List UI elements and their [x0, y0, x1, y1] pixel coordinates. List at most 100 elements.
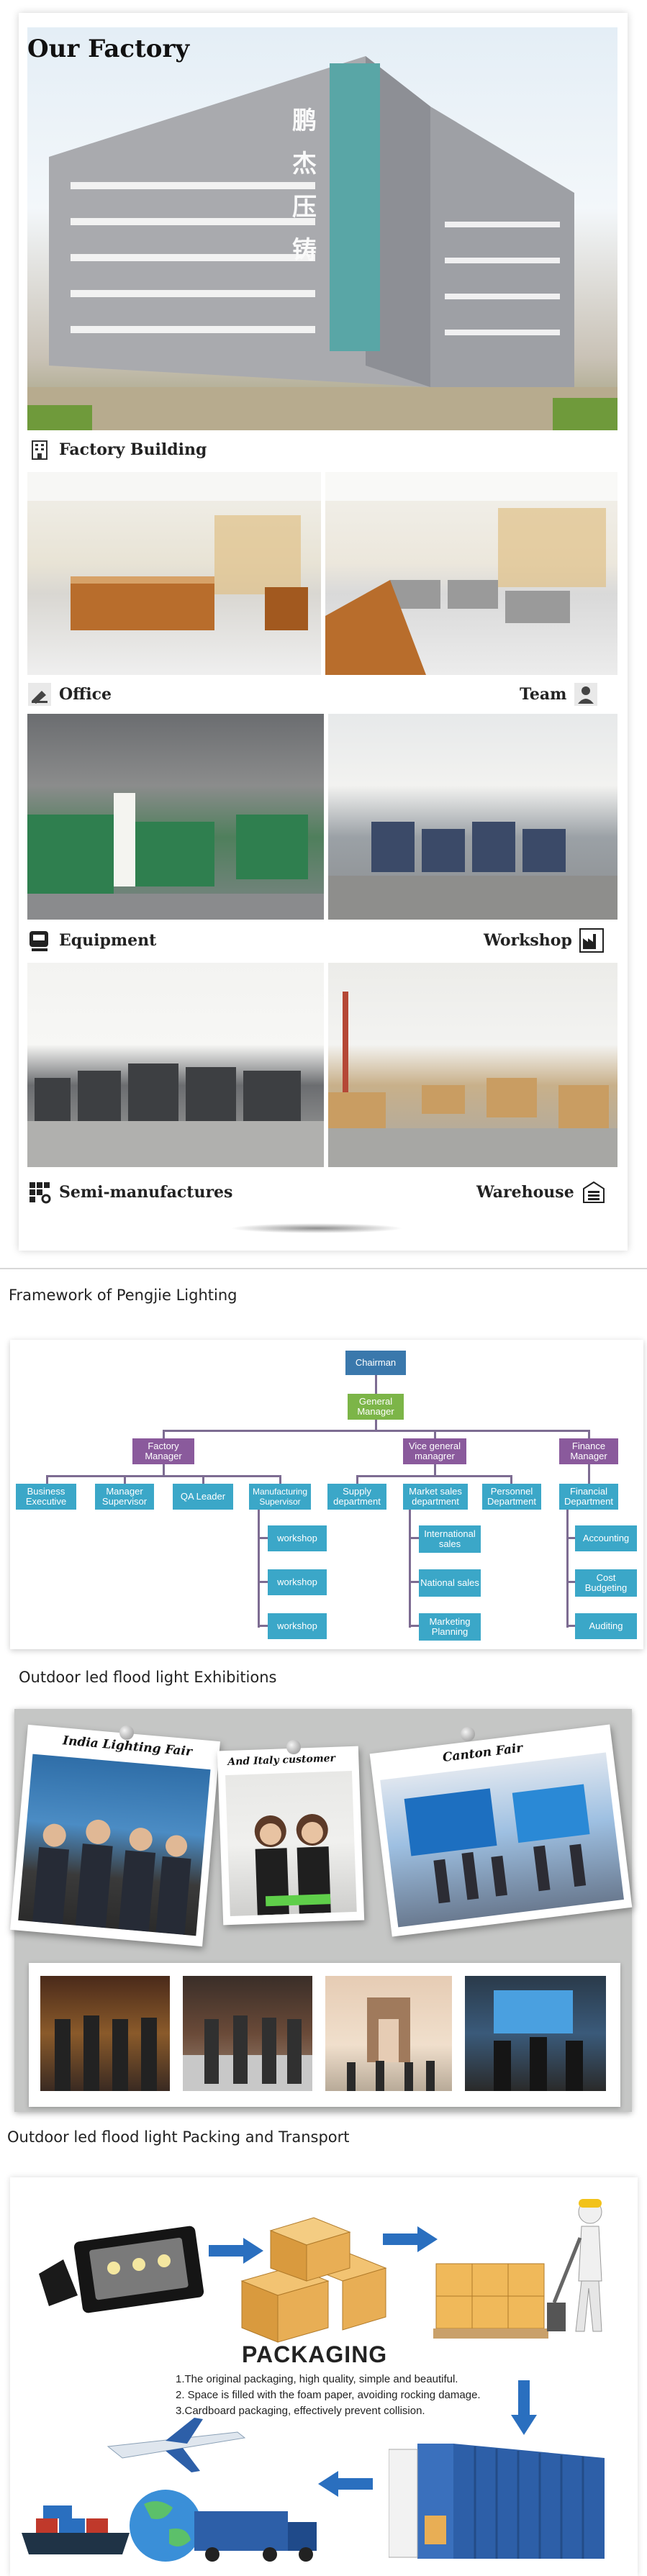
org-line	[566, 1625, 575, 1627]
pin-icon	[461, 1727, 475, 1741]
caption-text: Warehouse	[476, 1183, 574, 1202]
india-fair-photo	[18, 1754, 211, 1936]
semi-manufactures-photo	[27, 963, 324, 1167]
italy-customer-frame: And Italy customer	[217, 1746, 365, 1926]
org-line	[258, 1537, 268, 1539]
org-line	[124, 1475, 126, 1484]
exhibition-stamp-photo-1	[40, 1976, 170, 2091]
org-vice-general-manager: Vice general managrer	[403, 1438, 466, 1464]
org-manufacturing-supervisor: Manufacturing Supervisor	[249, 1484, 311, 1510]
workshop-factory-icon	[579, 928, 604, 953]
canton-fair-photo	[380, 1752, 624, 1928]
palletized-boxes	[430, 2249, 553, 2343]
shipping-container	[388, 2436, 612, 2566]
org-manager-supervisor: Manager Supervisor	[95, 1484, 154, 1510]
exhibition-stamp-photo-3	[325, 1976, 452, 2091]
caption-text: Office	[59, 685, 112, 704]
exhibition-stamp-photo-2	[183, 1976, 312, 2091]
org-line	[434, 1464, 436, 1476]
org-line	[46, 1475, 48, 1484]
caption-text: Factory Building	[59, 440, 207, 459]
org-workshop: workshop	[268, 1613, 327, 1639]
org-workshop: workshop	[268, 1569, 327, 1595]
exhibition-stamp-photo-4	[465, 1976, 606, 2091]
org-qa-leader: QA Leader	[173, 1484, 233, 1510]
org-market-sales-department: Market sales department	[403, 1484, 468, 1510]
arrow-right-icon	[381, 2225, 439, 2254]
pallet-jack-worker	[547, 2195, 619, 2346]
building-icon	[27, 437, 52, 462]
caption-office: Office	[27, 682, 112, 707]
org-supply-department: Supply department	[327, 1484, 386, 1510]
office-desk-icon	[27, 682, 52, 707]
org-line	[588, 1464, 590, 1484]
arrow-left-icon	[317, 2470, 374, 2498]
org-line	[163, 1464, 165, 1476]
org-line	[356, 1475, 512, 1477]
caption-text: Equipment	[59, 931, 157, 950]
factory-building-illustration	[27, 56, 617, 430]
caption-semi-manufactures: Semi-manufactures	[27, 1180, 232, 1205]
org-factory-manager: Factory Manager	[132, 1438, 194, 1464]
org-line	[163, 1430, 590, 1432]
packaging-line-2: 2. Space is filled with the foam paper, …	[176, 2389, 481, 2401]
caption-equipment: Equipment	[27, 928, 156, 953]
exhibitions-title: Outdoor led flood light Exhibitions	[19, 1669, 277, 1686]
arrow-down-icon	[510, 2379, 538, 2436]
flood-light-product	[35, 2223, 207, 2317]
caption-team: Team	[520, 682, 598, 707]
org-finance-manager: Finance Manager	[559, 1438, 618, 1464]
org-cost-budgeting: Cost Budgeting	[575, 1569, 637, 1597]
org-line	[258, 1509, 260, 1628]
org-international-sales: International sales	[419, 1525, 481, 1553]
org-line	[375, 1375, 377, 1394]
factory-title: Our Factory	[27, 35, 190, 63]
org-business-executive: Business Executive	[16, 1484, 76, 1510]
building-chinese-sign: 鹏杰压铸	[292, 106, 317, 265]
caption-text: Team	[520, 685, 567, 704]
office-photo	[27, 472, 321, 675]
italy-customer-label: And Italy customer	[227, 1752, 336, 1768]
cardboard-boxes-stack	[227, 2202, 393, 2346]
pin-icon	[119, 1725, 134, 1740]
caption-factory-building: Factory Building	[27, 437, 207, 462]
org-general-manager: General Manager	[348, 1394, 404, 1420]
caption-workshop: Workshop	[484, 928, 604, 953]
panel-divider	[0, 1268, 647, 1269]
org-line	[566, 1537, 575, 1539]
org-line	[356, 1475, 358, 1484]
factory-building-photo: Our Factory 鹏杰压铸	[27, 27, 617, 430]
org-line	[258, 1581, 268, 1583]
arrow-right-icon	[207, 2236, 265, 2265]
transport-illustration	[22, 2403, 324, 2569]
team-photo	[325, 472, 617, 675]
pin-icon	[286, 1740, 301, 1754]
org-personnel-department: Personnel Department	[482, 1484, 541, 1510]
framework-title: Framework of Pengjie Lighting	[9, 1287, 237, 1304]
org-line	[163, 1430, 165, 1438]
org-marketing-planning: Marketing Planning	[419, 1613, 481, 1641]
india-fair-frame: India Lighting Fair	[10, 1724, 220, 1947]
equipment-photo	[27, 714, 324, 920]
org-workshop: workshop	[268, 1525, 327, 1551]
org-line	[375, 1420, 377, 1431]
org-line	[434, 1430, 436, 1438]
org-line	[510, 1475, 512, 1484]
packing-title: Outdoor led flood light Packing and Tran…	[7, 2128, 350, 2146]
stamp-strip	[29, 1963, 620, 2107]
equipment-machine-icon	[27, 928, 52, 953]
org-line	[46, 1475, 281, 1477]
packaging-line-3: 3.Cardboard packaging, effectively preve…	[176, 2405, 425, 2417]
org-accounting: Accounting	[575, 1525, 637, 1551]
org-line	[202, 1475, 204, 1484]
packaging-heading: PACKAGING	[242, 2341, 388, 2367]
team-person-icon	[574, 682, 598, 707]
canton-fair-frame: Canton Fair	[369, 1724, 633, 1937]
org-line	[409, 1509, 411, 1628]
org-auditing: Auditing	[575, 1613, 637, 1639]
warehouse-photo	[328, 963, 617, 1167]
org-financial-department: Financial Department	[559, 1484, 618, 1510]
org-line	[409, 1537, 419, 1539]
caption-text: Workshop	[484, 931, 572, 950]
caption-text: Semi-manufactures	[59, 1183, 233, 1202]
